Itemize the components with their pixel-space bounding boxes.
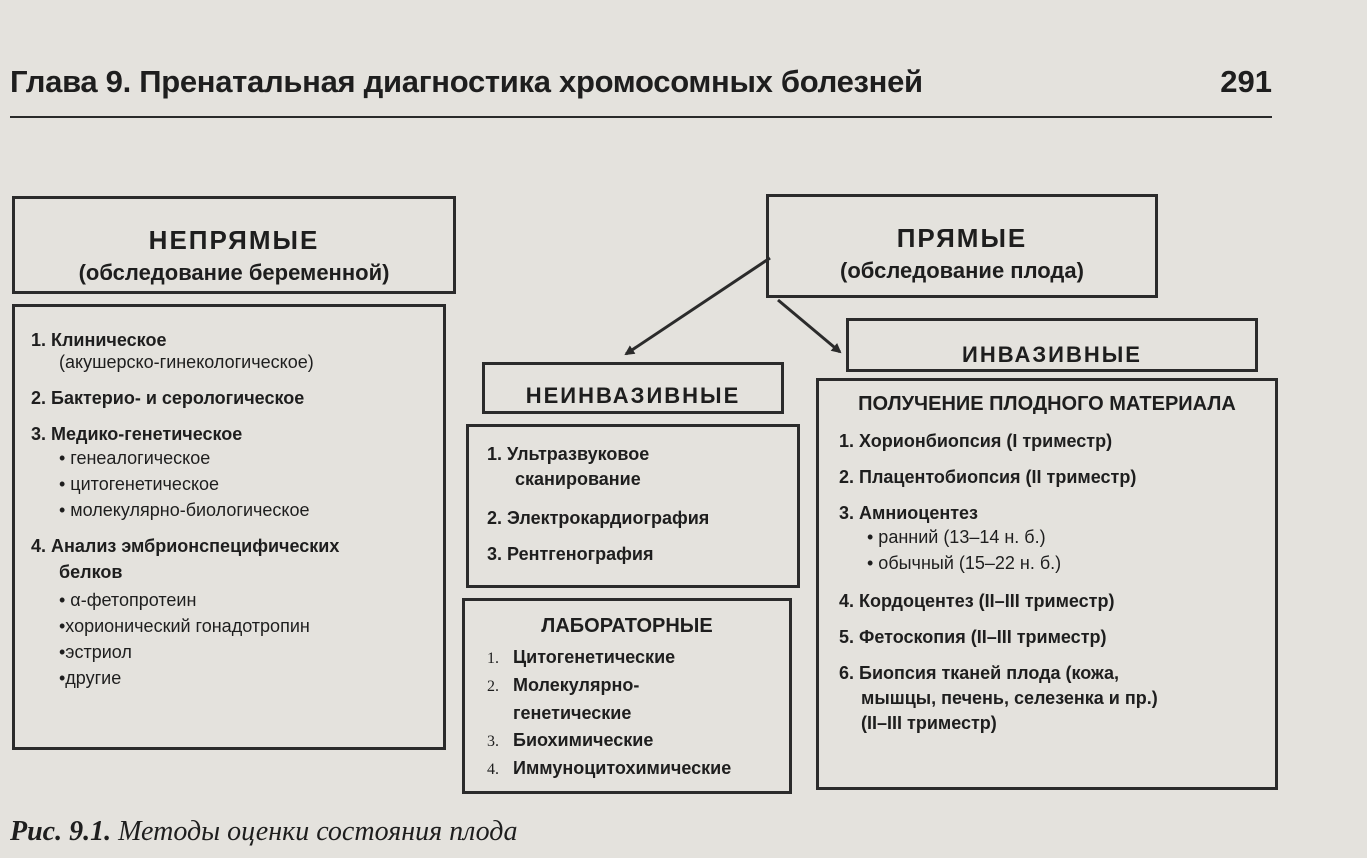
noninvasive-label-box: НЕИНВАЗИВНЫЕ: [482, 362, 784, 414]
noninvasive-item-3-label: 3. Рентгенография: [487, 544, 654, 564]
indirect-bullet: • цитогенетическое: [59, 474, 220, 494]
indirect-item-1-label: 1. Клиническое: [31, 330, 167, 350]
arrow-to-invasive: [777, 298, 842, 354]
noninvasive-item-2: 2. Электрокардиография: [487, 507, 797, 529]
indirect-subtitle: (обследование беременной): [78, 260, 390, 285]
invasive-title: ИНВАЗИВНЫЕ: [962, 342, 1142, 367]
laboratory-item-2: 2. Молекулярно- генетические: [487, 672, 789, 727]
indirect-item-1-sub: (акушерско-гинекологическое): [59, 352, 314, 372]
chapter-number: Глава 9.: [10, 64, 131, 99]
invasive-item-5: 5. Фетоскопия (II–III триместр): [839, 626, 1275, 648]
page-number: 291: [1220, 64, 1272, 99]
invasive-bullet: • обычный (15–22 н. б.): [867, 553, 1062, 573]
laboratory-box: ЛАБОРАТОРНЫЕ 1. Цитогенетические 2. Молеку…: [462, 598, 792, 794]
invasive-item-2-label: 2. Плацентобиопсия (II триместр): [839, 467, 1137, 487]
laboratory-item-label: Молекулярно-: [513, 675, 640, 695]
invasive-item-5-label: 5. Фетоскопия (II–III триместр): [839, 627, 1107, 647]
laboratory-item-num: 1.: [487, 650, 499, 667]
invasive-item-6-label-cont2: (II–III триместр): [861, 713, 997, 733]
invasive-item-6-label-cont: мышцы, печень, селезенка и пр.): [861, 688, 1158, 708]
invasive-item-4-label: 4. Кордоцентез (II–III триместр): [839, 591, 1115, 611]
figure-caption-text: Методы оценки состояния плода: [118, 816, 518, 847]
indirect-list-box: 1. Клиническое (акушерско-гинекологическ…: [12, 304, 446, 750]
invasive-item-1-label: 1. Хорионбиопсия (I триместр): [839, 431, 1113, 451]
indirect-bullet: • генеалогическое: [59, 448, 211, 468]
indirect-item-2: 2. Бактерио- и серологическое: [31, 387, 443, 409]
indirect-item-1: 1. Клиническое (акушерско-гинекологическ…: [31, 329, 443, 373]
page-header: Глава 9. Пренатальная диагностика хромос…: [10, 60, 1272, 118]
direct-subtitle: (обследование плода): [840, 258, 1084, 283]
arrow-to-noninvasive: [624, 256, 771, 356]
invasive-list-box: ПОЛУЧЕНИЕ ПЛОДНОГО МАТЕРИАЛА 1. Хорионби…: [816, 378, 1278, 790]
invasive-item-1: 1. Хорионбиопсия (I триместр): [839, 430, 1275, 452]
indirect-item-4: 4. Анализ эмбрионспецифических белков • …: [31, 535, 443, 691]
noninvasive-list-box: 1. Ультразвуковое сканирование 2. Электр…: [466, 424, 800, 588]
indirect-item-3-label: 3. Медико-генетическое: [31, 424, 243, 444]
figure-number: Рис. 9.1.: [10, 816, 112, 847]
chapter-title-text: Пренатальная диагностика хромосомных бол…: [139, 64, 923, 99]
laboratory-item-num: 3.: [487, 733, 499, 750]
laboratory-item-label: Биохимические: [513, 730, 654, 750]
laboratory-item-3: 3. Биохимические: [487, 727, 789, 755]
direct-title: ПРЯМЫЕ: [896, 223, 1028, 253]
indirect-item-4-label-cont: белков: [59, 562, 123, 582]
indirect-title: НЕПРЯМЫЕ: [148, 225, 320, 255]
invasive-item-4: 4. Кордоцентез (II–III триместр): [839, 590, 1275, 612]
laboratory-item-4: 4. Иммуноцитохимические: [487, 755, 789, 783]
noninvasive-item-1-label: 1. Ультразвуковое: [487, 444, 650, 464]
figure-caption: Рис. 9.1. Методы оценки состояния плода: [10, 816, 517, 848]
indirect-bullet: •хорионический гонадотропин: [59, 616, 310, 636]
indirect-item-2-label: 2. Бактерио- и серологическое: [31, 388, 305, 408]
invasive-content-title: ПОЛУЧЕНИЕ ПЛОДНОГО МАТЕРИАЛА: [858, 393, 1236, 415]
laboratory-item-1: 1. Цитогенетические: [487, 644, 789, 672]
invasive-item-6: 6. Биопсия тканей плода (кожа, мышцы, пе…: [839, 662, 1275, 734]
noninvasive-item-2-label: 2. Электрокардиография: [487, 508, 710, 528]
laboratory-item-label: Иммуноцитохимические: [513, 758, 732, 778]
direct-header-box: ПРЯМЫЕ (обследование плода): [766, 194, 1158, 298]
invasive-item-2: 2. Плацентобиопсия (II триместр): [839, 466, 1275, 488]
invasive-item-3-label: 3. Амниоцентез: [839, 503, 978, 523]
invasive-item-3: 3. Амниоцентез • ранний (13–14 н. б.) • …: [839, 502, 1275, 576]
noninvasive-title: НЕИНВАЗИВНЫЕ: [525, 383, 741, 408]
laboratory-item-num: 4.: [487, 761, 499, 778]
indirect-bullet: • α-фетопротеин: [59, 590, 197, 610]
invasive-bullet: • ранний (13–14 н. б.): [867, 527, 1046, 547]
indirect-bullet: • молекулярно-биологическое: [59, 500, 310, 520]
laboratory-title: ЛАБОРАТОРНЫЕ: [541, 615, 713, 637]
indirect-bullet: •другие: [59, 668, 122, 688]
indirect-item-4-label: 4. Анализ эмбрионспецифических: [31, 536, 340, 556]
noninvasive-item-1-label-cont: сканирование: [515, 469, 641, 489]
noninvasive-item-3: 3. Рентгенография: [487, 543, 797, 565]
indirect-bullet: •эстриол: [59, 642, 132, 662]
noninvasive-item-1: 1. Ультразвуковое сканирование: [487, 443, 797, 493]
indirect-item-3: 3. Медико-генетическое • генеалогическое…: [31, 423, 443, 523]
invasive-label-box: ИНВАЗИВНЫЕ: [846, 318, 1258, 372]
indirect-header-box: НЕПРЯМЫЕ (обследование беременной): [12, 196, 456, 294]
laboratory-item-num: 2.: [487, 678, 499, 695]
laboratory-item-label: Цитогенетические: [513, 647, 676, 667]
chapter-title: Глава 9. Пренатальная диагностика хромос…: [10, 64, 923, 100]
invasive-item-6-label: 6. Биопсия тканей плода (кожа,: [839, 663, 1120, 683]
laboratory-item-label-cont: генетические: [513, 703, 632, 723]
